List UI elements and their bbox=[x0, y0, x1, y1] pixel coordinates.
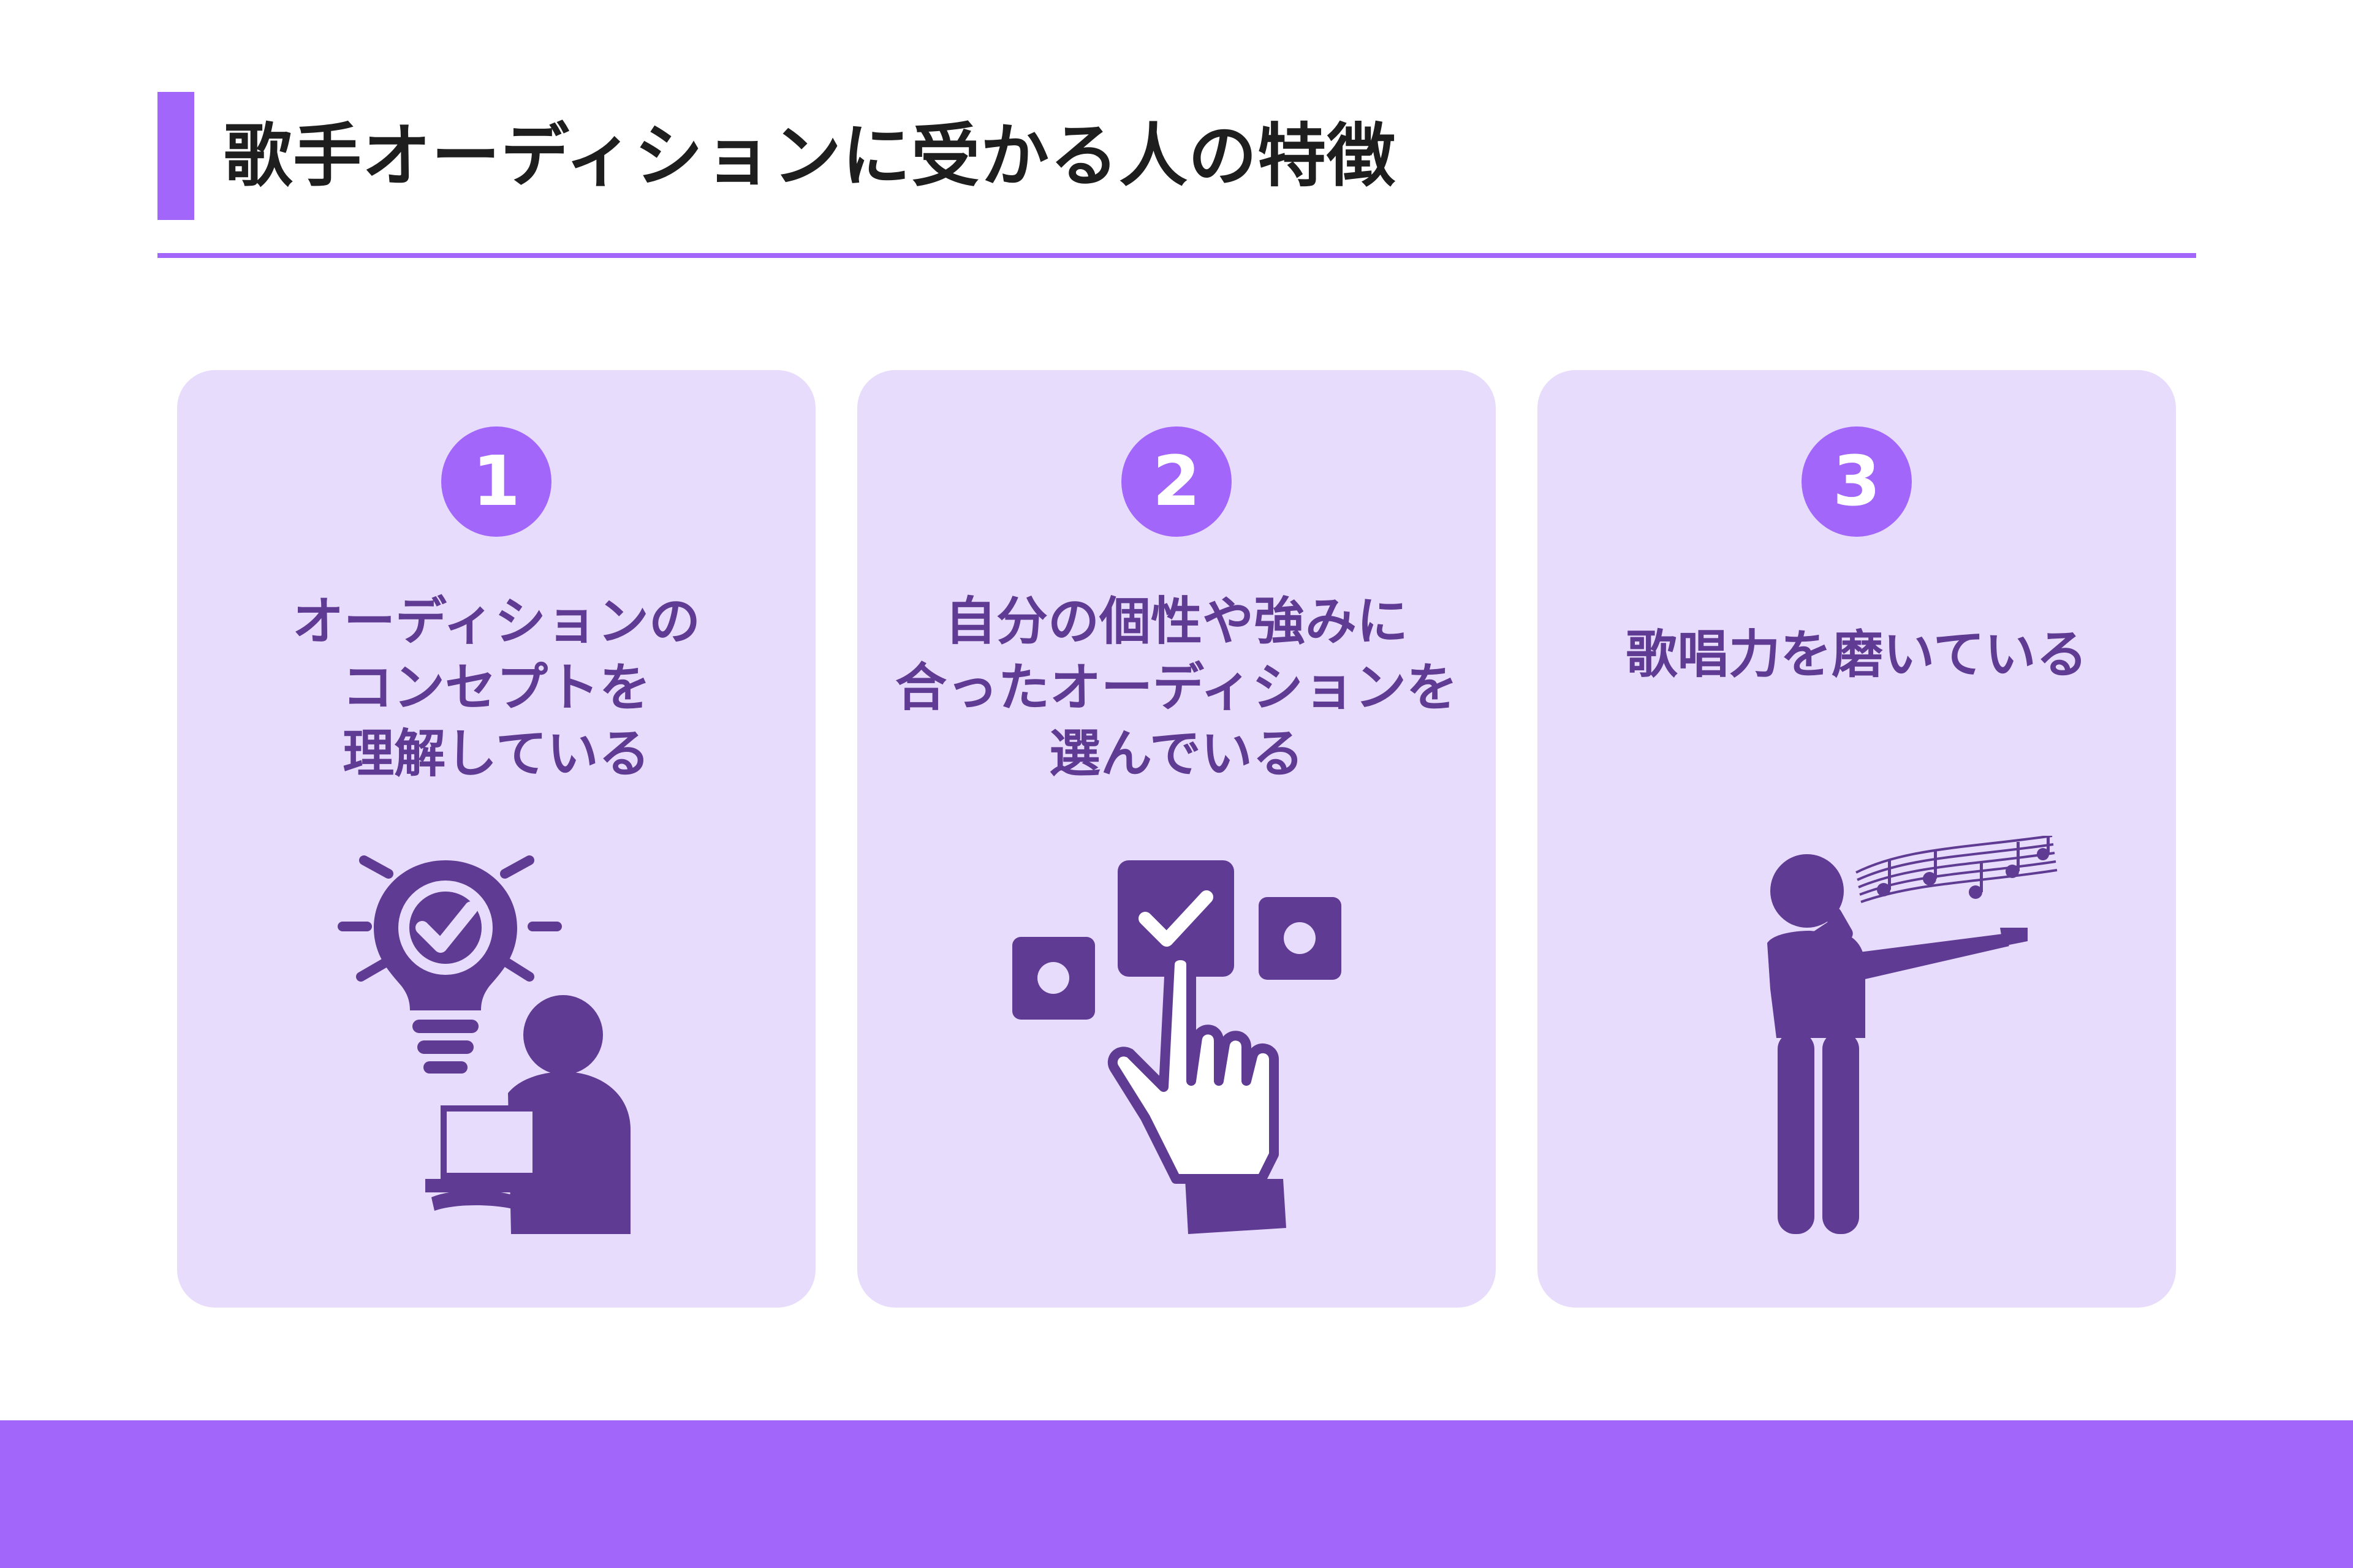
title-divider bbox=[157, 253, 2196, 258]
feature-text-2: 自分の個性や強みに 合ったオーディションを 選んでいる bbox=[895, 591, 1458, 784]
feature-card-2: 2 自分の個性や強みに 合ったオーディションを 選んでいる bbox=[857, 370, 1496, 1308]
number-badge-2: 2 bbox=[1121, 426, 1232, 537]
number-badge-1: 1 bbox=[441, 426, 551, 537]
lightbulb-person-icon bbox=[338, 855, 631, 1234]
feature-card-3: 3 歌唱力を磨いている bbox=[1537, 370, 2176, 1308]
feature-text-1: オーディションの コンセプトを 理解している bbox=[292, 591, 701, 784]
footer-band bbox=[0, 1420, 2353, 1568]
feature-text-3: 歌唱力を磨いている bbox=[1626, 624, 2088, 684]
feature-card-1: 1 オーディションの コンセプトを 理解している bbox=[177, 370, 816, 1308]
hand-select-checkbox-icon bbox=[1012, 860, 1341, 1234]
page-title: 歌手オーディションに受かる人の特徴 bbox=[224, 116, 1396, 196]
number-badge-3: 3 bbox=[1802, 426, 1912, 537]
singer-music-notes-icon bbox=[1767, 836, 2058, 1234]
title-accent-bar bbox=[157, 92, 194, 220]
